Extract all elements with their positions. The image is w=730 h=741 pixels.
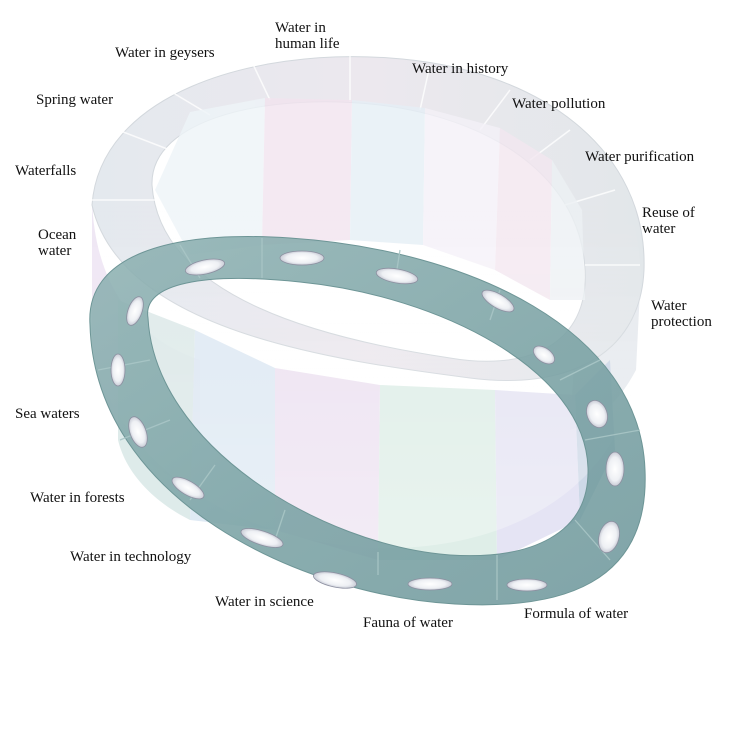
label-water-in-forests: Water in forests xyxy=(30,490,125,506)
label-water-in-human-life: Water in human life xyxy=(275,20,340,52)
marker-oval xyxy=(240,528,284,548)
marker-oval xyxy=(110,353,126,387)
marker-oval xyxy=(605,451,625,487)
label-water-in-science: Water in science xyxy=(215,594,314,610)
label-water-purification: Water purification xyxy=(585,149,695,165)
label-ocean-water: Ocean water xyxy=(38,227,77,259)
label-reuse-of-water: Reuse of water xyxy=(642,205,695,237)
marker-oval xyxy=(279,250,325,266)
marker-oval xyxy=(586,400,608,428)
marker-oval xyxy=(184,258,226,276)
marker-oval xyxy=(481,289,515,313)
label-fauna-of-water: Fauna of water xyxy=(363,615,453,631)
band-markers xyxy=(110,250,625,592)
label-water-in-history: Water in history xyxy=(412,61,509,77)
label-sea-waters: Sea waters xyxy=(15,406,80,422)
marker-oval xyxy=(171,476,205,500)
marker-oval xyxy=(375,267,419,285)
marker-oval xyxy=(128,416,148,448)
marker-oval xyxy=(313,571,357,589)
marker-oval xyxy=(506,578,548,592)
marker-oval xyxy=(532,345,556,365)
label-water-protection: Water protection xyxy=(651,298,712,330)
label-water-pollution: Water pollution xyxy=(512,96,606,112)
marker-oval xyxy=(126,296,144,326)
marker-oval xyxy=(598,520,620,554)
label-waterfalls: Waterfalls xyxy=(15,163,77,179)
label-spring-water: Spring water xyxy=(36,92,114,108)
label-water-in-technology: Water in technology xyxy=(70,549,192,565)
marker-oval xyxy=(407,577,453,591)
label-formula-of-water: Formula of water xyxy=(524,606,629,622)
label-water-in-geysers: Water in geysers xyxy=(115,45,215,61)
